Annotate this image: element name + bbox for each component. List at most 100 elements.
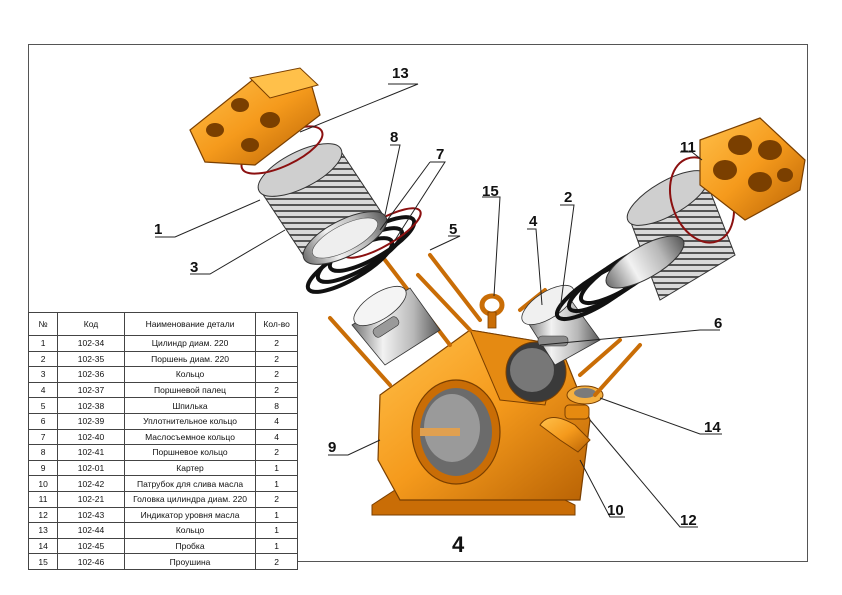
cell-quantity: 1: [255, 459, 298, 477]
cell-code: 102-46: [57, 553, 125, 570]
callout-9: 9: [328, 439, 337, 456]
lifting-eye: [479, 293, 505, 329]
left-piston: [351, 285, 441, 366]
cell-quantity: 1: [255, 506, 298, 524]
cell-number: 11: [27, 490, 59, 508]
callout-2: 2: [564, 189, 573, 206]
crankcase: [371, 329, 591, 516]
cell-number: 7: [27, 428, 59, 446]
cell-number: 1: [27, 335, 59, 352]
cell-part-name: Индикатор уровня масла: [123, 506, 257, 524]
cell-part-name: Головка цилиндра диам. 220: [123, 490, 257, 508]
callout-13: 13: [392, 65, 409, 82]
cell-number: 5: [27, 397, 59, 414]
cell-quantity: 2: [255, 553, 298, 570]
callout-14: 14: [704, 419, 721, 436]
cell-number: 9: [27, 459, 59, 477]
cell-code: 102-36: [57, 366, 125, 383]
cell-part-name: Цилиндр диам. 220: [123, 335, 257, 352]
cell-code: 102-01: [57, 459, 125, 477]
callout-1: 1: [154, 221, 163, 238]
oil-parts: [539, 385, 604, 453]
callout-4: 4: [529, 213, 538, 230]
cell-quantity: 2: [255, 490, 298, 508]
cell-number: 14: [27, 537, 59, 555]
cell-code: 102-40: [57, 428, 125, 446]
callout-10: 10: [607, 502, 624, 519]
cell-code: 102-44: [57, 522, 125, 539]
cell-number: 2: [27, 350, 59, 368]
header-code: Код: [57, 312, 125, 336]
cell-part-name: Патрубок для слива масла: [123, 475, 257, 492]
callout-3: 3: [190, 259, 199, 276]
header-number: №: [27, 312, 59, 336]
cell-part-name: Поршневой палец: [123, 381, 257, 399]
cell-number: 13: [27, 522, 59, 539]
cell-part-name: Пробка: [123, 537, 257, 555]
cell-code: 102-34: [57, 335, 125, 352]
cell-quantity: 4: [255, 428, 298, 446]
cell-part-name: Поршень диам. 220: [123, 350, 257, 368]
cell-quantity: 8: [255, 397, 298, 414]
cell-part-name: Поршневое кольцо: [123, 444, 257, 461]
cell-quantity: 1: [255, 537, 298, 555]
callout-7: 7: [436, 146, 445, 163]
cell-code: 102-43: [57, 506, 125, 524]
cell-quantity: 2: [255, 366, 298, 383]
leader-lines: [155, 83, 722, 528]
cell-part-name: Кольцо: [123, 366, 257, 383]
callout-12: 12: [680, 512, 697, 529]
callout-6: 6: [714, 315, 723, 332]
callout-11: 11: [680, 139, 696, 156]
left-cylinder-head: [189, 67, 321, 166]
cell-quantity: 2: [255, 381, 298, 399]
cell-number: 6: [27, 412, 59, 430]
cell-part-name: Проушина: [123, 553, 257, 570]
cell-part-name: Шпилька: [123, 397, 257, 414]
parts-table-header: № Код Наименование детали Кол-во: [27, 312, 298, 336]
cell-code: 102-42: [57, 475, 125, 492]
header-part-name: Наименование детали: [123, 312, 257, 336]
cell-code: 102-35: [57, 350, 125, 368]
callout-8: 8: [390, 129, 399, 146]
sheet-number: 4: [452, 532, 465, 557]
cell-number: 4: [27, 381, 59, 399]
right-cylinder: [605, 170, 736, 301]
cell-code: 102-41: [57, 444, 125, 461]
cell-code: 102-38: [57, 397, 125, 414]
left-cylinder: [257, 143, 388, 265]
cell-quantity: 2: [255, 350, 298, 368]
cell-number: 3: [27, 366, 59, 383]
cell-quantity: 1: [255, 522, 298, 539]
cell-code: 102-21: [57, 490, 125, 508]
cell-code: 102-39: [57, 412, 125, 430]
drawing-frame: [28, 44, 808, 562]
cell-part-name: Кольцо: [123, 522, 257, 539]
cell-quantity: 1: [255, 475, 298, 492]
cell-part-name: Маслосъемное кольцо: [123, 428, 257, 446]
cell-quantity: 4: [255, 412, 298, 430]
cell-part-name: Картер: [123, 459, 257, 477]
callout-5: 5: [449, 221, 458, 238]
cell-code: 102-45: [57, 537, 125, 555]
cell-quantity: 2: [255, 444, 298, 461]
cell-quantity: 2: [255, 335, 298, 352]
cell-number: 12: [27, 506, 59, 524]
header-quantity: Кол-во: [255, 312, 298, 336]
